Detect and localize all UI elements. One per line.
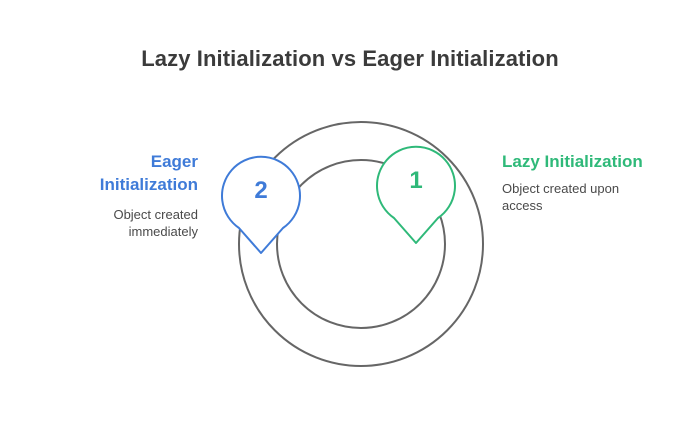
eager-label-block: Eager Initialization Object created imme… — [28, 150, 198, 240]
eager-heading: Eager Initialization — [28, 150, 198, 196]
eager-desc-line2: immediately — [128, 224, 198, 239]
eager-pin-number: 2 — [254, 177, 267, 204]
eager-heading-line1: Eager — [150, 152, 198, 171]
lazy-description: Object created upon access — [502, 180, 682, 214]
eager-heading-line2: Initialization — [99, 175, 198, 194]
eager-description: Object created immediately — [28, 206, 198, 240]
lazy-pin-marker: 1 — [376, 145, 456, 244]
lazy-desc-line1: Object created upon — [502, 181, 620, 196]
lazy-pin-number: 1 — [409, 167, 422, 194]
eager-desc-line1: Object created — [113, 207, 198, 222]
lazy-heading: Lazy Initialization — [502, 152, 643, 171]
outer-ring — [238, 121, 484, 367]
lazy-desc-line2: access — [502, 198, 543, 213]
lazy-label-block: Lazy Initialization Object created upon … — [502, 150, 682, 214]
eager-pin-marker: 2 — [221, 155, 301, 254]
page-title: Lazy Initialization vs Eager Initializat… — [141, 46, 559, 71]
inner-ring — [276, 159, 446, 329]
